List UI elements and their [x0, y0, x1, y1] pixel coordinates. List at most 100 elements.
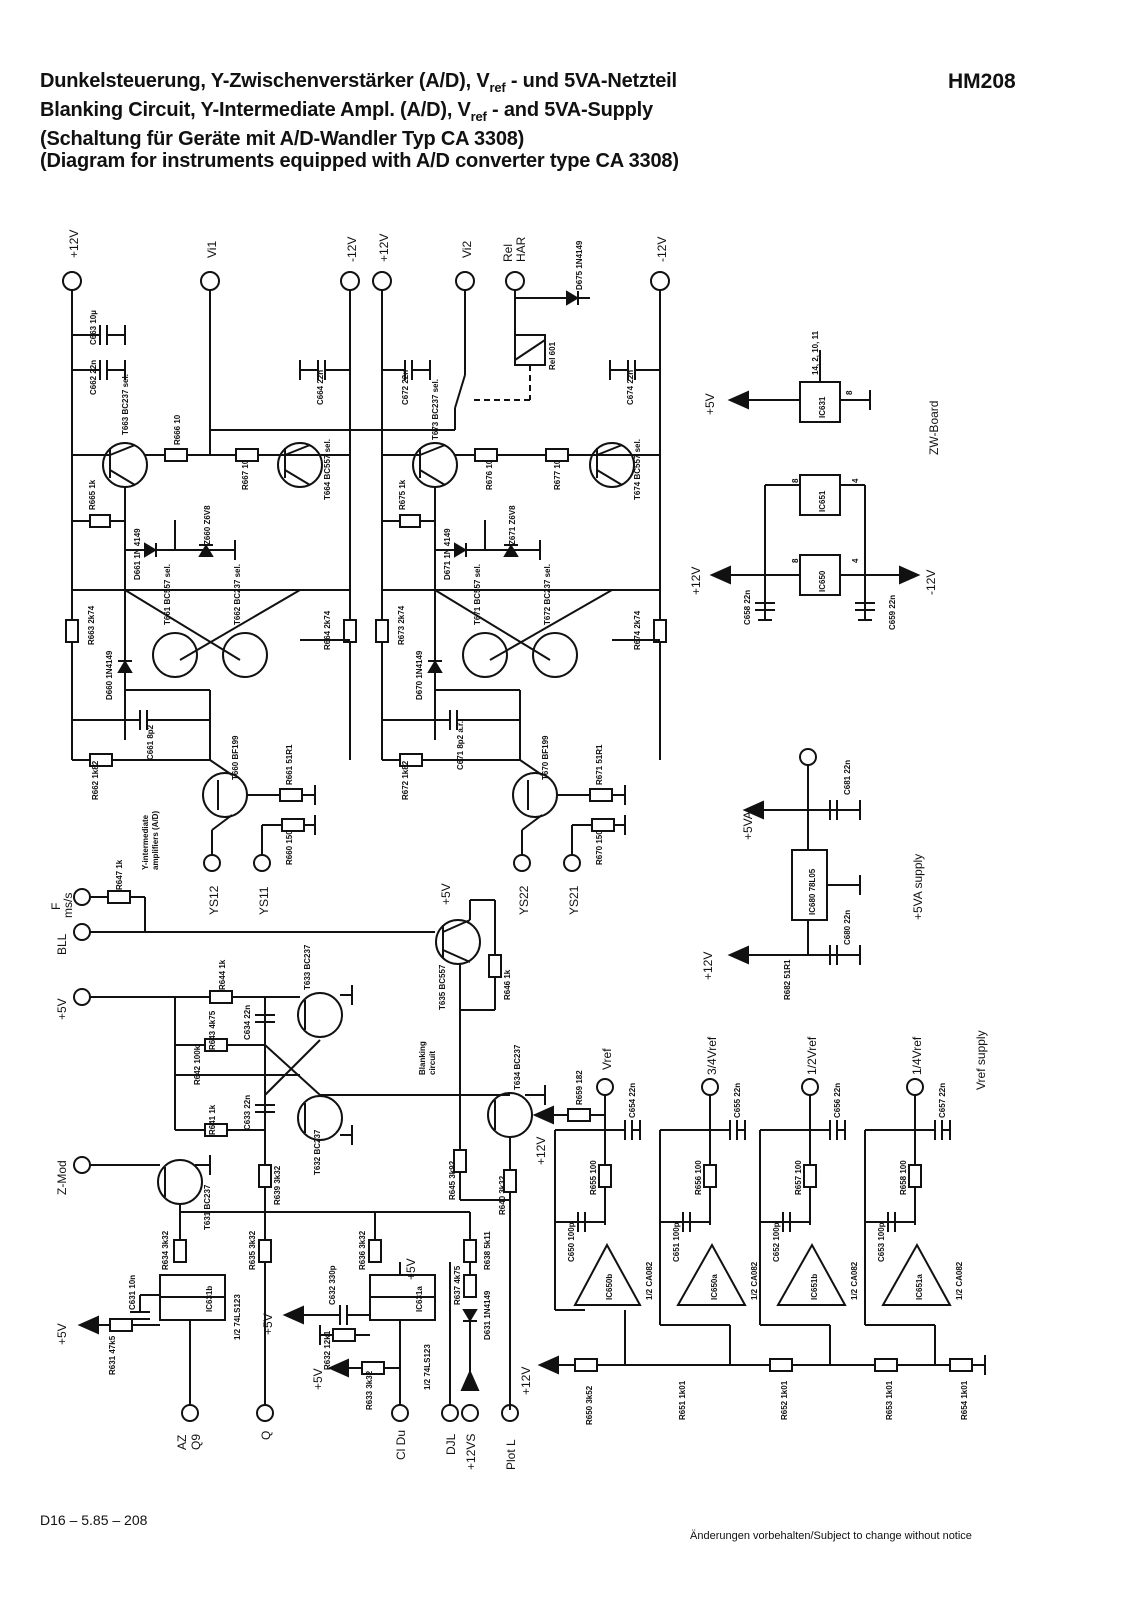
label-zw-board: ZW-Board — [927, 401, 941, 455]
label-r670: R670 150 — [595, 830, 604, 865]
label-d661: D661 1N 4149 — [133, 528, 142, 580]
terminal-ys11[interactable] — [253, 854, 271, 872]
label-r674: R674 2k74 — [633, 610, 642, 650]
terminal-rel[interactable] — [505, 271, 525, 291]
label-r655: R655 100 — [589, 1160, 598, 1195]
label-ys21: YS21 — [567, 885, 581, 915]
terminal-ys22[interactable] — [513, 854, 531, 872]
label-vi2: Vi2 — [460, 241, 474, 258]
terminal-vref14[interactable] — [906, 1078, 924, 1096]
terminal-m12a[interactable] — [340, 271, 360, 291]
label-r651: R651 1k01 — [678, 1380, 687, 1420]
label-plotl: Plot L — [504, 1439, 518, 1470]
terminal-ys21[interactable] — [563, 854, 581, 872]
label-p12c: +12V — [689, 567, 703, 595]
label-m12c: -12V — [924, 570, 938, 595]
label-r676: R676 10 — [485, 459, 494, 490]
opamp-stage-3 — [759, 1078, 847, 1326]
label-c631: C631 10n — [128, 1275, 137, 1310]
label-blank2: circuit — [428, 1051, 437, 1075]
label-c652: C652 100p — [772, 1222, 781, 1262]
label-r635: R635 3k32 — [248, 1230, 257, 1270]
terminal-p12vs[interactable] — [461, 1404, 479, 1422]
label-t671: T671 BC557 sel. — [473, 564, 482, 625]
label-har: HAR — [514, 236, 528, 262]
label-t672: T672 BC237 sel. — [543, 564, 552, 625]
label-c633: C633 22n — [243, 1095, 252, 1130]
label-t661: T661 BC557 sel. — [163, 564, 172, 625]
label-ic631b: IC631b — [205, 1286, 214, 1312]
label-pin4-651: 4 — [851, 478, 860, 483]
label-r667: R667 10 — [241, 459, 250, 490]
diagram-title: Dunkelsteuerung, Y-Zwischenverstärker (A… — [40, 70, 820, 172]
label-rel: Rel — [501, 244, 515, 262]
label-r643: R643 4k75 — [208, 1010, 217, 1050]
label-c674: C674 22n — [626, 370, 635, 405]
label-t663: T663 BC237 sel. — [121, 374, 130, 435]
label-az: AZ — [175, 1435, 189, 1450]
label-r661: R661 51R1 — [285, 744, 294, 785]
terminal-vref34[interactable] — [701, 1078, 719, 1096]
label-ys12: YS12 — [207, 885, 221, 915]
label-c650: C650 100p — [567, 1222, 576, 1262]
terminal-plotl[interactable] — [501, 1404, 519, 1422]
terminal-vi2[interactable] — [455, 271, 475, 291]
label-ys11: YS11 — [257, 886, 271, 915]
label-t673: T673 BC237 sel. — [431, 379, 440, 440]
label-r662: R662 1k82 — [91, 760, 100, 800]
blanking-circuit — [73, 888, 546, 1422]
terminal-vi1[interactable] — [200, 271, 220, 291]
terminal-ys12[interactable] — [203, 854, 221, 872]
terminal-bll[interactable] — [73, 923, 91, 941]
label-r632: R632 12k1 — [323, 1330, 332, 1370]
terminal-zmod[interactable] — [73, 1156, 91, 1174]
label-t660: T660 BF199 — [231, 735, 240, 780]
label-r647: R647 1k — [115, 859, 124, 890]
label-ls123b: 1/2 74LS123 — [423, 1344, 432, 1390]
terminal-cldu[interactable] — [391, 1404, 409, 1422]
label-d631: D631 1N4149 — [483, 1290, 492, 1340]
terminal-f[interactable] — [73, 888, 91, 906]
label-ic631a: IC631a — [415, 1286, 424, 1312]
label-ms: ms/s — [61, 893, 75, 918]
terminal-p12a[interactable] — [62, 271, 82, 291]
label-t674: T674 BC557 sel. — [633, 439, 642, 500]
label-vref14: 1/4Vref — [910, 1036, 924, 1075]
footer-code: D16 – 5.85 – 208 — [40, 1512, 148, 1528]
label-p5c: +5V — [404, 1258, 418, 1280]
label-r682: R682 51R1 — [783, 959, 792, 1000]
y-amp-right — [210, 271, 670, 872]
terminal-djl[interactable] — [441, 1404, 459, 1422]
label-c651: C651 100p — [672, 1222, 681, 1262]
label-f: F — [49, 903, 63, 910]
label-blank: Blanking — [418, 1041, 427, 1075]
label-t634: T634 BC237 — [513, 1044, 522, 1090]
title-line-3: (Schaltung für Geräte mit A/D-Wandler Ty… — [40, 128, 525, 150]
label-pin8-651: 8 — [791, 478, 800, 483]
label-z671: Z671 Z6V8 — [508, 505, 517, 545]
title-line-1: Dunkelsteuerung, Y-Zwischenverstärker (A… — [40, 70, 677, 95]
terminal-az[interactable] — [181, 1404, 199, 1422]
label-d670: D670 1N4149 — [415, 650, 424, 700]
label-p5va-supply: +5VA supply — [911, 854, 925, 920]
label-pins631: 14, 2, 10, 11 — [811, 330, 820, 375]
terminal-vref12[interactable] — [801, 1078, 819, 1096]
label-r650: R650 3k52 — [585, 1385, 594, 1425]
label-r638: R638 5k11 — [483, 1231, 492, 1270]
label-r641: R641 1k — [208, 1104, 217, 1135]
terminal-p12b[interactable] — [372, 271, 392, 291]
label-d671: D671 1N 4149 — [443, 528, 452, 580]
terminal-q[interactable] — [256, 1404, 274, 1422]
label-t670: T670 BF199 — [541, 735, 550, 780]
label-cldu: Cl Du — [394, 1430, 408, 1460]
label-t631: T631 BC237 — [203, 1184, 212, 1230]
label-r652: R652 1k01 — [780, 1380, 789, 1420]
label-c663: C663 10µ — [89, 310, 98, 345]
terminal-p5a[interactable] — [73, 988, 91, 1006]
opamp-stage-2 — [659, 1078, 747, 1326]
terminal-m12b[interactable] — [650, 271, 670, 291]
label-r646: R646 1k — [503, 969, 512, 1000]
zw-board-supply — [709, 350, 921, 621]
terminal-vref[interactable] — [596, 1078, 614, 1096]
label-p12a: +12V — [67, 230, 81, 258]
